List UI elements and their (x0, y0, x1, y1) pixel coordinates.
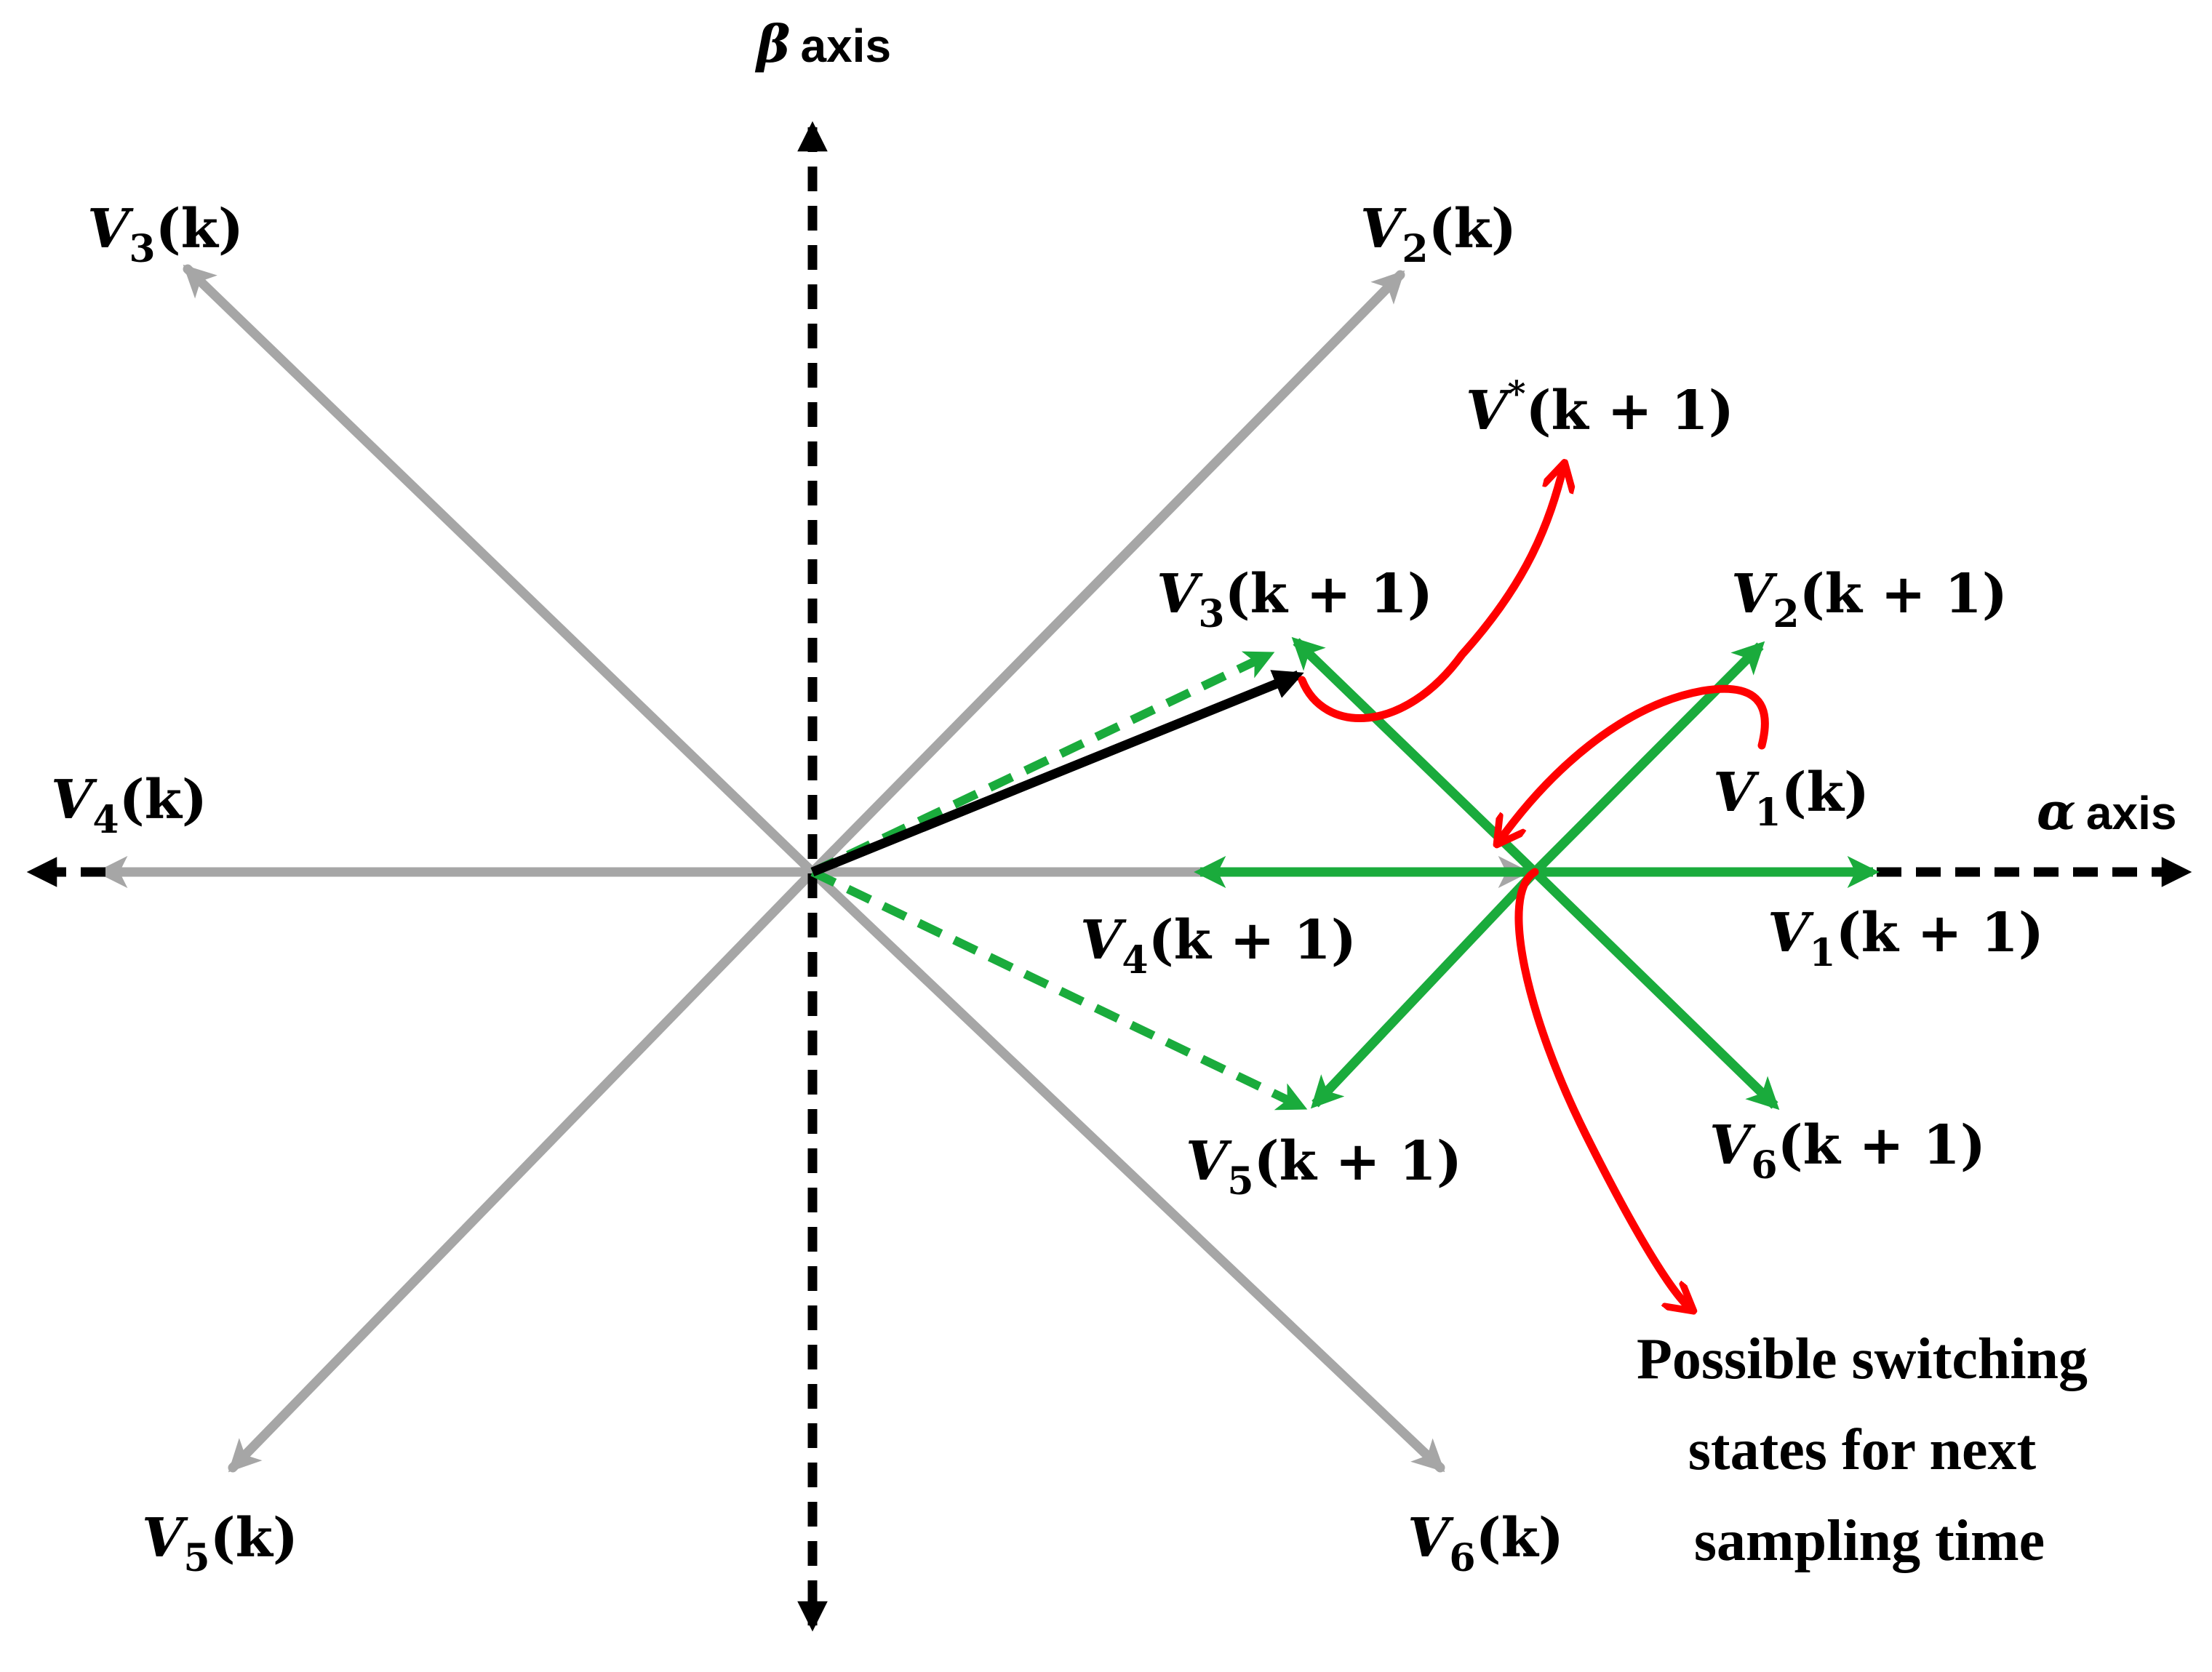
label-v4-k: V4(k) (51, 769, 207, 842)
note-line-1: Possible switching (1637, 1327, 2088, 1391)
vector-v6-k (807, 867, 1445, 1473)
predicted-paths (810, 650, 1308, 1111)
label-v3-k1: V3(k + 1) (1157, 563, 1433, 636)
label-v5-k1: V5(k + 1) (1186, 1130, 1462, 1204)
path-to-v3-k1 (810, 650, 1275, 876)
label-v4-k1: V4(k + 1) (1080, 909, 1357, 983)
label-v2-k: V2(k) (1360, 198, 1517, 271)
vector-v5-k (228, 867, 818, 1473)
vector-v2-k1 (1531, 641, 1765, 876)
note-line-3: sampling time (1694, 1509, 2045, 1573)
vector-v5-k1 (1310, 868, 1538, 1109)
arrow-v1-to-origin (1498, 684, 1769, 842)
reference-vector (810, 670, 1304, 877)
note-line-2: states for next (1688, 1418, 2037, 1482)
vector-v6-k1 (1531, 868, 1780, 1111)
vector-v2-k (807, 270, 1405, 877)
vectors-k1 (1194, 636, 1880, 1111)
label-reference: V*(k + 1) (1466, 374, 1734, 442)
label-v1-k1: V1(k + 1) (1768, 902, 2044, 975)
path-to-v5-k1 (810, 868, 1308, 1111)
label-v1-k: V1(k) (1713, 761, 1869, 835)
arrow-to-reference (1298, 465, 1564, 722)
vectors-k (95, 264, 1530, 1473)
label-v2-k1: V2(k + 1) (1731, 563, 2008, 636)
note-text: Possible switching states for next sampl… (1637, 1327, 2102, 1573)
selection-arrows (1298, 465, 1769, 1309)
label-v3-k: V3(k) (87, 198, 244, 271)
label-v5-k: V5(k) (142, 1507, 298, 1580)
vector-v3-k (183, 264, 818, 877)
label-v6-k1: V6(k + 1) (1709, 1114, 1986, 1188)
label-v6-k: V6(k) (1408, 1507, 1564, 1580)
arrow-to-note (1514, 868, 1691, 1309)
